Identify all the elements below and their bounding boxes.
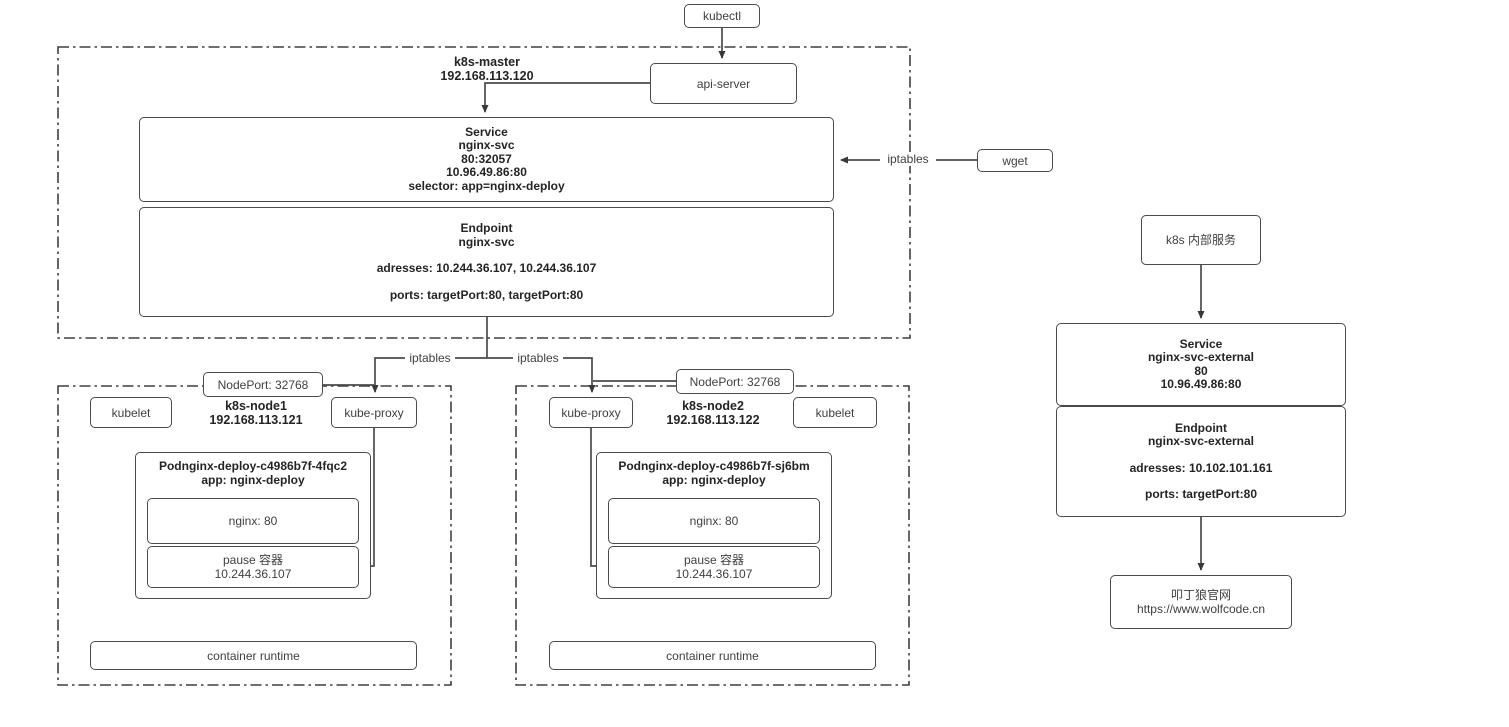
pod1-pause-ip: 10.244.36.107	[214, 567, 292, 581]
container-runtime-node1: container runtime	[90, 641, 417, 670]
kube-proxy-node1: kube-proxy	[331, 397, 417, 428]
endpoint-type: Endpoint	[460, 221, 513, 235]
endpoint-addresses: adresses: 10.244.36.107, 10.244.36.107	[376, 261, 597, 275]
pod2-nginx-container: nginx: 80	[608, 498, 820, 544]
iptables-label-wget: iptables	[880, 152, 936, 166]
service-external-ip: 10.96.49.86:80	[1160, 377, 1242, 391]
node2-name: k8s-node2	[682, 399, 744, 413]
api-server-label: api-server	[696, 76, 751, 91]
container-runtime1-label: container runtime	[207, 648, 300, 663]
pod1-pause-label: pause 容器	[222, 553, 284, 567]
container-runtime-node2: container runtime	[549, 641, 876, 670]
internal-service-label: k8s 内部服务	[1165, 233, 1236, 247]
node1-title: k8s-node1 192.168.113.121	[176, 399, 336, 427]
endpoint-external-type: Endpoint	[1175, 420, 1227, 435]
wolfcode-site-url: https://www.wolfcode.cn	[1136, 602, 1266, 616]
pod2-pause-label: pause 容器	[683, 553, 745, 567]
service-external-ports: 80	[1194, 363, 1208, 378]
master-name: k8s-master	[453, 55, 520, 69]
service-external-node: Service nginx-svc-external 80 10.96.49.8…	[1056, 323, 1346, 406]
pod1-nginx-label: nginx: 80	[228, 514, 278, 528]
node2-ip: 192.168.113.122	[666, 413, 760, 427]
nodeport-node2: NodePort: 32768	[676, 369, 794, 394]
internal-service-node: k8s 内部服务	[1141, 215, 1261, 265]
kubelet-node1: kubelet	[90, 397, 172, 428]
nodeport1-label: NodePort: 32768	[217, 377, 309, 392]
kube-proxy1-label: kube-proxy	[344, 405, 404, 420]
endpoint-external-node: Endpoint nginx-svc-external adresses: 10…	[1056, 406, 1346, 517]
service-selector: selector: app=nginx-deploy	[408, 178, 565, 193]
endpoint-ports: ports: targetPort:80, targetPort:80	[389, 287, 584, 302]
pod1-pause-container: pause 容器 10.244.36.107	[147, 546, 359, 588]
master-title: k8s-master 192.168.113.120	[387, 55, 587, 83]
wget-node: wget	[977, 149, 1053, 172]
nodeport2-label: NodePort: 32768	[689, 374, 781, 389]
service-type: Service	[465, 124, 508, 139]
pod2-nginx-label: nginx: 80	[689, 514, 739, 528]
endpoint-external-name: nginx-svc-external	[1147, 434, 1255, 448]
pod2-app-label: app: nginx-deploy	[662, 473, 766, 487]
master-dashed-boundary	[57, 46, 911, 339]
wolfcode-site-node: 叩丁狼官网 https://www.wolfcode.cn	[1110, 575, 1292, 629]
pod2-title: Podnginx-deploy-c4986b7f-sj6bm	[618, 459, 810, 473]
pod2-pause-container: pause 容器 10.244.36.107	[608, 546, 820, 588]
iptables-label-node2: iptables	[513, 351, 563, 365]
container-runtime2-label: container runtime	[666, 648, 759, 663]
master-ip: 192.168.113.120	[440, 69, 534, 83]
pod2-pause-ip: 10.244.36.107	[675, 567, 753, 581]
nodeport-node1: NodePort: 32768	[203, 372, 323, 397]
service-name: nginx-svc	[458, 138, 515, 153]
kube-proxy-node2: kube-proxy	[549, 397, 633, 428]
endpoint-external-addresses: adresses: 10.102.101.161	[1129, 460, 1273, 475]
pod1-nginx-container: nginx: 80	[147, 498, 359, 544]
node2-title: k8s-node2 192.168.113.122	[633, 399, 793, 427]
endpoint-external-ports: ports: targetPort:80	[1144, 487, 1257, 501]
kubelet2-label: kubelet	[815, 405, 855, 420]
pod1-title: Podnginx-deploy-c4986b7f-4fqc2	[158, 459, 348, 473]
kubelet1-label: kubelet	[111, 405, 151, 420]
service-ports: 80:32057	[461, 151, 512, 166]
node1-ip: 192.168.113.121	[209, 413, 303, 427]
service-ip: 10.96.49.86:80	[446, 165, 527, 180]
wire-apiserver-to-service	[481, 82, 650, 113]
service-node: Service nginx-svc 80:32057 10.96.49.86:8…	[139, 117, 834, 202]
endpoint-name: nginx-svc	[458, 234, 515, 249]
endpoint-node: Endpoint nginx-svc adresses: 10.244.36.1…	[139, 207, 834, 317]
iptables-label-node1: iptables	[405, 351, 455, 365]
kubectl-label: kubectl	[702, 9, 742, 23]
service-external-name: nginx-svc-external	[1147, 350, 1255, 364]
pod1-app-label: app: nginx-deploy	[201, 473, 305, 487]
wolfcode-site-name: 叩丁狼官网	[1170, 588, 1231, 602]
kube-proxy2-label: kube-proxy	[561, 405, 621, 420]
service-external-type: Service	[1179, 336, 1223, 351]
api-server-node: api-server	[650, 63, 797, 104]
wget-label: wget	[1002, 153, 1028, 168]
node1-name: k8s-node1	[225, 399, 287, 413]
kubelet-node2: kubelet	[793, 397, 877, 428]
kubectl-node: kubectl	[684, 4, 760, 28]
